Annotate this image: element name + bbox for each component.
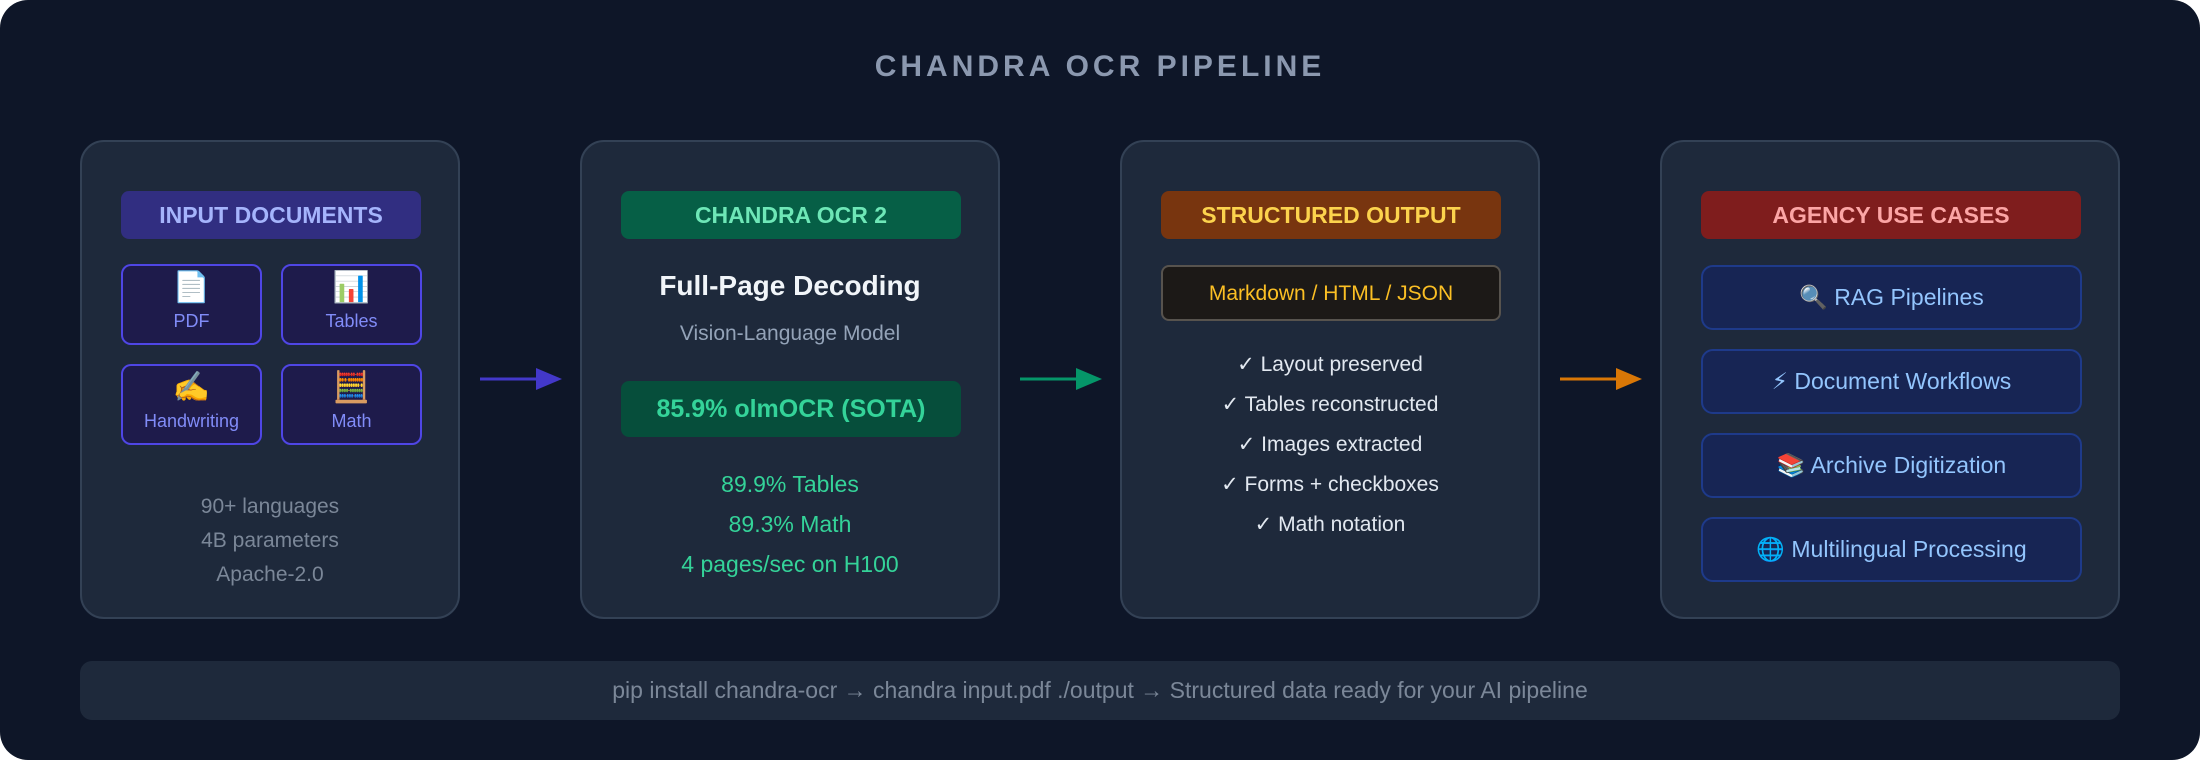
- input-documents-header: INPUT DOCUMENTS: [121, 191, 421, 239]
- stat-tables: 89.9% Tables: [721, 471, 859, 497]
- math-tile: 🧮 Math: [281, 364, 422, 445]
- usecase-workflows-label: Document Workflows: [1794, 368, 2012, 394]
- arrow-output-to-usecases: [1560, 368, 1642, 390]
- arrow-input-to-model: [480, 368, 562, 390]
- abacus-icon: 🧮: [332, 371, 371, 404]
- handwriting-tile: ✍️ Handwriting: [121, 364, 262, 445]
- chandra-model-panel: CHANDRA OCR 2 Full-Page Decoding Vision-…: [580, 140, 1000, 619]
- usecase-workflows: ⚡ Document Workflows: [1701, 349, 2082, 414]
- check-tables: ✓ Tables reconstructed: [1221, 393, 1439, 416]
- stat-math: 89.3% Math: [728, 511, 852, 537]
- writing-hand-icon: ✍️: [172, 371, 211, 404]
- handwriting-label: Handwriting: [143, 411, 240, 431]
- model-subheading: Vision-Language Model: [679, 322, 901, 345]
- chandra-model-header: CHANDRA OCR 2: [621, 191, 961, 239]
- output-checklist: ✓ Layout preserved ✓ Tables reconstructe…: [1122, 345, 1538, 545]
- fact-parameters: 4B parameters: [201, 529, 339, 552]
- pdf-label: PDF: [173, 311, 210, 331]
- arrow-model-to-output: [1020, 368, 1102, 390]
- check-layout: ✓ Layout preserved: [1237, 353, 1423, 376]
- lightning-icon: ⚡: [1771, 368, 1788, 394]
- usecase-multilingual: 🌐 Multilingual Processing: [1701, 517, 2082, 582]
- tables-label: Tables: [325, 311, 378, 331]
- olmocr-score-badge: 85.9% olmOCR (SOTA): [621, 381, 961, 437]
- bar-chart-icon: 📊: [332, 271, 371, 304]
- usecase-archive: 📚 Archive Digitization: [1701, 433, 2082, 498]
- check-math: ✓ Math notation: [1254, 513, 1406, 536]
- document-icon: 📄: [172, 271, 211, 304]
- usecase-rag-label: RAG Pipelines: [1834, 284, 1984, 310]
- install-command-footer: pip install chandra-ocr → chandra input.…: [80, 661, 2120, 720]
- books-icon: 📚: [1776, 452, 1806, 478]
- structured-output-header: STRUCTURED OUTPUT: [1161, 191, 1501, 239]
- tables-tile: 📊 Tables: [281, 264, 422, 345]
- input-facts: 90+ languages 4B parameters Apache-2.0: [82, 490, 458, 592]
- usecase-archive-label: Archive Digitization: [1810, 452, 2007, 478]
- usecase-rag: 🔍 RAG Pipelines: [1701, 265, 2082, 330]
- search-icon: 🔍: [1799, 284, 1828, 310]
- pdf-tile: 📄 PDF: [121, 264, 262, 345]
- usecase-multilingual-label: Multilingual Processing: [1791, 536, 2027, 562]
- globe-icon: 🌐: [1756, 536, 1785, 562]
- check-forms: ✓ Forms + checkboxes: [1221, 473, 1439, 496]
- input-documents-panel: INPUT DOCUMENTS 📄 PDF 📊 Tables ✍️ Handwr…: [80, 140, 460, 619]
- agency-use-cases-header: AGENCY USE CASES: [1701, 191, 2081, 239]
- stat-throughput: 4 pages/sec on H100: [681, 551, 899, 577]
- agency-use-cases-panel: AGENCY USE CASES 🔍 RAG Pipelines ⚡ Docum…: [1660, 140, 2120, 619]
- fact-license: Apache-2.0: [216, 563, 324, 586]
- check-images: ✓ Images extracted: [1237, 433, 1423, 456]
- model-heading: Full-Page Decoding: [659, 270, 921, 301]
- output-formats-box: Markdown / HTML / JSON: [1161, 265, 1501, 321]
- model-stats: 89.9% Tables 89.3% Math 4 pages/sec on H…: [582, 464, 998, 584]
- structured-output-panel: STRUCTURED OUTPUT Markdown / HTML / JSON…: [1120, 140, 1540, 619]
- math-label: Math: [331, 411, 372, 431]
- fact-languages: 90+ languages: [200, 495, 340, 518]
- diagram-title: CHANDRA OCR PIPELINE: [874, 50, 1326, 83]
